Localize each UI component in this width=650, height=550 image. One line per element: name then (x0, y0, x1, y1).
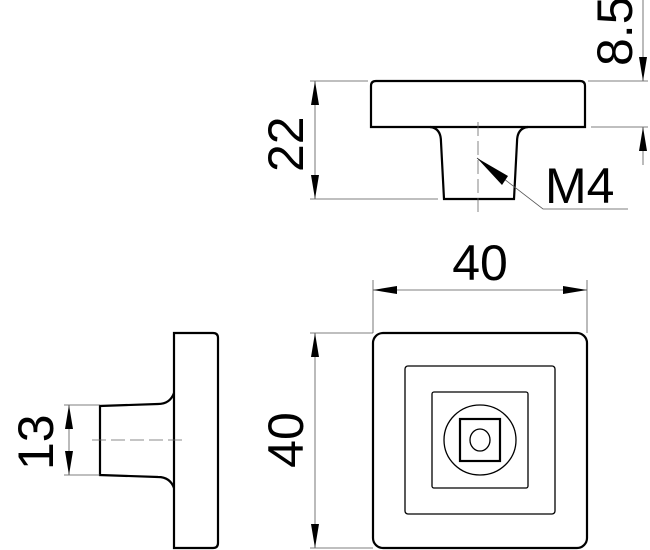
thread-label: M4 (545, 158, 614, 214)
arrow-icon (311, 81, 319, 105)
inner-square (431, 391, 529, 489)
arrow-icon (373, 286, 397, 294)
elevation-view: 22 8.5 M4 (258, 0, 648, 214)
arrow-icon (311, 333, 319, 357)
front-view: 40 40 (258, 235, 589, 550)
knob-cap (369, 79, 587, 129)
depth-label: 40 (258, 412, 314, 468)
knob-plate (172, 331, 220, 550)
boss-circle (443, 404, 517, 476)
arrow-icon (477, 158, 508, 185)
arrow-icon (65, 405, 73, 429)
height-label: 22 (258, 116, 314, 172)
arrow-icon (639, 57, 647, 81)
arrow-icon (311, 175, 319, 199)
knob-stem-side (98, 392, 176, 489)
stem-diameter-label: 13 (8, 414, 64, 470)
middle-square (404, 365, 556, 515)
arrow-icon (65, 451, 73, 475)
side-view: 13 (8, 331, 220, 550)
knob-stem (429, 125, 529, 201)
arrow-icon (311, 524, 319, 548)
center-square (458, 417, 502, 463)
arrow-icon (639, 127, 647, 151)
thread-hole (469, 428, 491, 452)
outer-square (371, 331, 589, 550)
width-label: 40 (452, 235, 508, 291)
cap-thickness-label: 8.5 (587, 0, 643, 66)
arrow-icon (563, 286, 587, 294)
